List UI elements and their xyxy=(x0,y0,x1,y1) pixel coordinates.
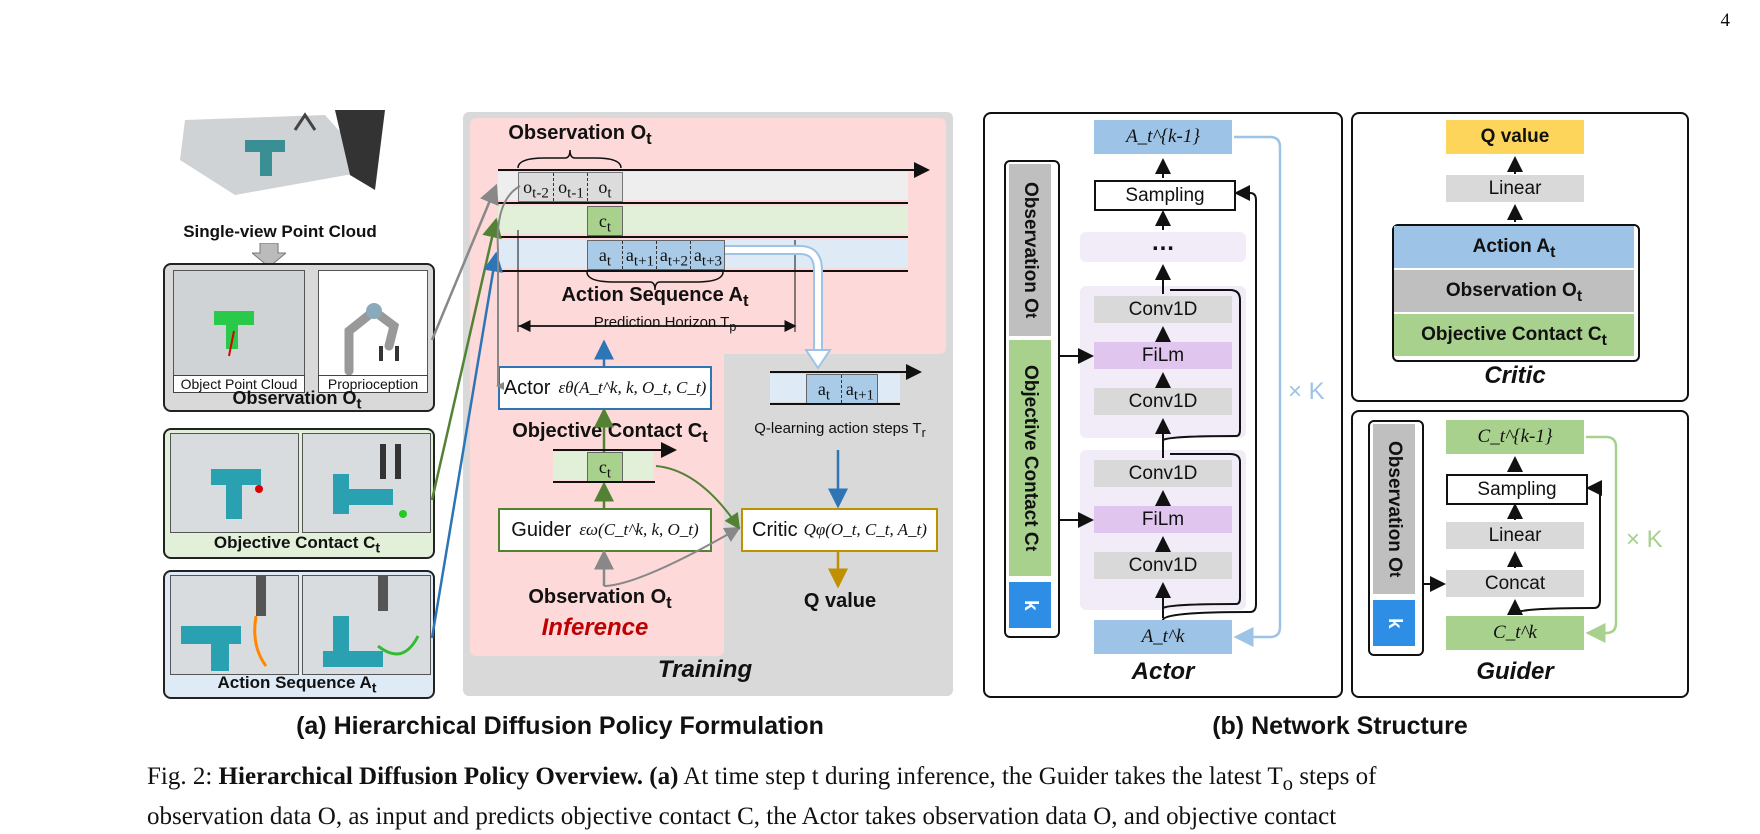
actor-side-k: k xyxy=(1009,582,1051,628)
critic-box: Critic Qφ(O_t, C_t, A_t) xyxy=(741,508,938,552)
critic-action: Action At xyxy=(1394,226,1634,268)
mid-contact-cell-text: ct xyxy=(598,457,612,482)
critic-title: Critic xyxy=(1484,362,1546,389)
actor-arrows xyxy=(1058,135,1282,647)
down-arrow-icon xyxy=(252,243,286,267)
contact-cell-text: ct xyxy=(598,211,612,236)
critic-input-stack xyxy=(1392,224,1640,362)
mid-contact-cell: ct xyxy=(587,452,623,482)
training-obs-title: Observation Ot xyxy=(508,122,652,148)
subtitle-a: (a) Hierarchical Diffusion Policy Formul… xyxy=(296,712,824,740)
action-sequence-image-2 xyxy=(302,575,431,675)
actor-formula: εθ(A_t^k, k, O_t, C_t) xyxy=(558,378,707,397)
guider-label: Guider xyxy=(511,518,572,541)
q-steps-label: Q-learning action steps Tr xyxy=(754,420,926,440)
actor-repeat-label: × K xyxy=(1288,378,1325,405)
object-point-cloud-image xyxy=(173,270,305,377)
action-cells: at at+1 at+2 at+3 xyxy=(587,240,725,270)
caption-line-1: Fig. 2: Hierarchical Diffusion Policy Ov… xyxy=(147,763,1377,795)
obj-contact-label: Objective Contact Ct xyxy=(512,420,708,446)
guider-formula: εω(C_t^k, k, O_t) xyxy=(579,520,699,539)
guider-side-k: k xyxy=(1373,600,1415,646)
actor-bottom-block: A_t^k xyxy=(1094,620,1232,654)
objective-contact-image-2 xyxy=(302,433,431,533)
q-value-label: Q value xyxy=(803,590,877,612)
action-cell-1: at xyxy=(598,245,612,270)
proprioception-label: Proprioception xyxy=(318,375,428,393)
guider-title: Guider xyxy=(1476,658,1554,685)
inference-label: Inference xyxy=(541,614,649,641)
contact-timeline-bar xyxy=(498,206,908,234)
critic-formula: Qφ(O_t, C_t, A_t) xyxy=(803,520,927,539)
action-seq-label: Action Sequence At xyxy=(561,284,749,310)
q-cell-2: at+1 xyxy=(841,375,878,404)
actor-film-2: FiLm xyxy=(1094,506,1232,533)
objective-contact-image-1 xyxy=(170,433,299,533)
action-sequence-image-1 xyxy=(170,575,299,675)
action-cell-3: at+2 xyxy=(656,241,691,270)
actor-conv1d-1a: Conv1D xyxy=(1094,296,1232,323)
page-number: 4 xyxy=(1720,10,1731,31)
training-arrows xyxy=(430,149,930,639)
obs-bottom-label: Observation Ot xyxy=(528,586,672,612)
training-label: Training xyxy=(657,656,753,683)
guider-top-block: C_t^{k-1} xyxy=(1446,420,1584,454)
actor-dots: … xyxy=(1151,229,1175,256)
critic-observation: Observation Ot xyxy=(1394,270,1634,312)
guider-repeat-label: × K xyxy=(1626,526,1663,553)
caption-a-tag: (a) xyxy=(649,763,679,790)
q-cell-1: at xyxy=(817,379,831,404)
critic-label: Critic xyxy=(752,518,798,541)
actor-conv1d-2b: Conv1D xyxy=(1094,552,1232,579)
object-point-cloud-label: Object Point Cloud xyxy=(173,375,305,393)
actor-film-1: FiLm xyxy=(1094,342,1232,369)
actor-top-block: A_t^{k-1} xyxy=(1094,120,1232,154)
point-cloud-label: Single-view Point Cloud xyxy=(183,222,377,241)
action-cell-4: at+3 xyxy=(690,241,725,270)
obs-cell-2: ot-1 xyxy=(553,173,588,202)
critic-arrows xyxy=(1507,156,1523,222)
action-cell-2: at+1 xyxy=(622,241,657,270)
guider-linear-block: Linear xyxy=(1446,522,1584,549)
critic-q-value: Q value xyxy=(1446,120,1584,154)
caption-bold: Hierarchical Diffusion Policy Overview. xyxy=(218,763,644,790)
actor-title: Actor xyxy=(1131,658,1195,685)
subtitle-b: (b) Network Structure xyxy=(1212,712,1468,740)
guider-arrows xyxy=(1422,435,1618,643)
figure-caption: Fig. 2: Hierarchical Diffusion Policy Ov… xyxy=(147,760,1687,834)
action-sequence-label: Action Sequence At xyxy=(217,673,377,697)
actor-dots-band xyxy=(1080,232,1246,262)
actor-label: Actor xyxy=(503,376,551,399)
caption-fig: Fig. 2: xyxy=(147,763,213,790)
guider-bottom-block: C_t^k xyxy=(1446,616,1584,650)
critic-linear: Linear xyxy=(1446,175,1584,202)
obs-cells: ot-2 ot-1 ot xyxy=(518,172,623,202)
obs-cell-1: ot-2 xyxy=(523,177,549,202)
actor-sampling-block: Sampling xyxy=(1094,180,1236,211)
obs-cell-3: ot xyxy=(587,173,622,202)
objective-contact-label: Objective Contact Ct xyxy=(213,533,381,557)
guider-concat-block: Concat xyxy=(1446,570,1584,597)
caption-text: At time step t during inference, the Gui… xyxy=(683,763,1283,790)
actor-conv1d-2a: Conv1D xyxy=(1094,460,1232,487)
actor-box: Actor εθ(A_t^k, k, O_t, C_t) xyxy=(498,366,712,410)
actor-conv1d-1b: Conv1D xyxy=(1094,388,1232,415)
caption-line-2: observation data O, as input and predict… xyxy=(147,803,1337,830)
proprioception-image xyxy=(318,270,428,377)
point-cloud-image xyxy=(175,110,385,205)
critic-contact: Objective Contact Ct xyxy=(1394,314,1634,356)
guider-box: Guider εω(C_t^k, k, O_t) xyxy=(498,508,712,552)
contact-cell: ct xyxy=(587,206,623,236)
observation-label: Observation Ot xyxy=(232,388,362,413)
